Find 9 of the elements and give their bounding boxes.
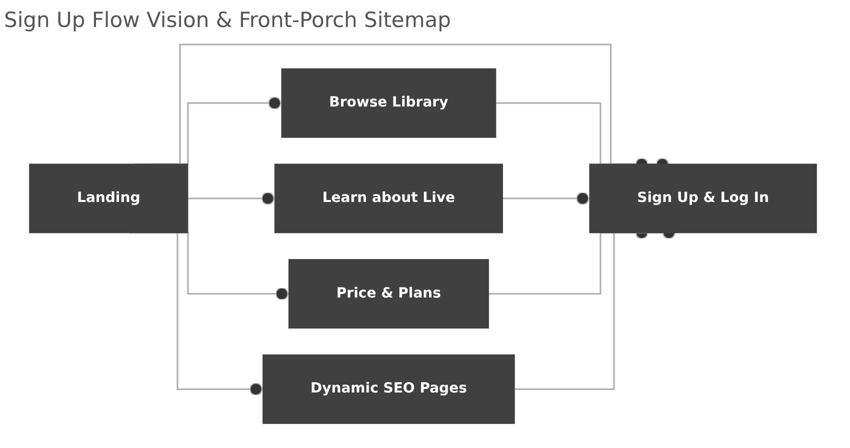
node-box: Browse Library — [281, 68, 496, 138]
node-box: Learn about Live — [274, 164, 503, 234]
node-box: Dynamic SEO Pages — [262, 354, 515, 424]
node-box: Sign Up & Log In — [589, 164, 817, 234]
connector — [188, 192, 275, 205]
diagram-title: Sign Up Flow Vision & Front-Porch Sitemap — [4, 8, 451, 32]
connector — [502, 192, 590, 205]
node-box: Price & Plans — [288, 259, 489, 329]
node-box: Landing — [29, 164, 188, 234]
